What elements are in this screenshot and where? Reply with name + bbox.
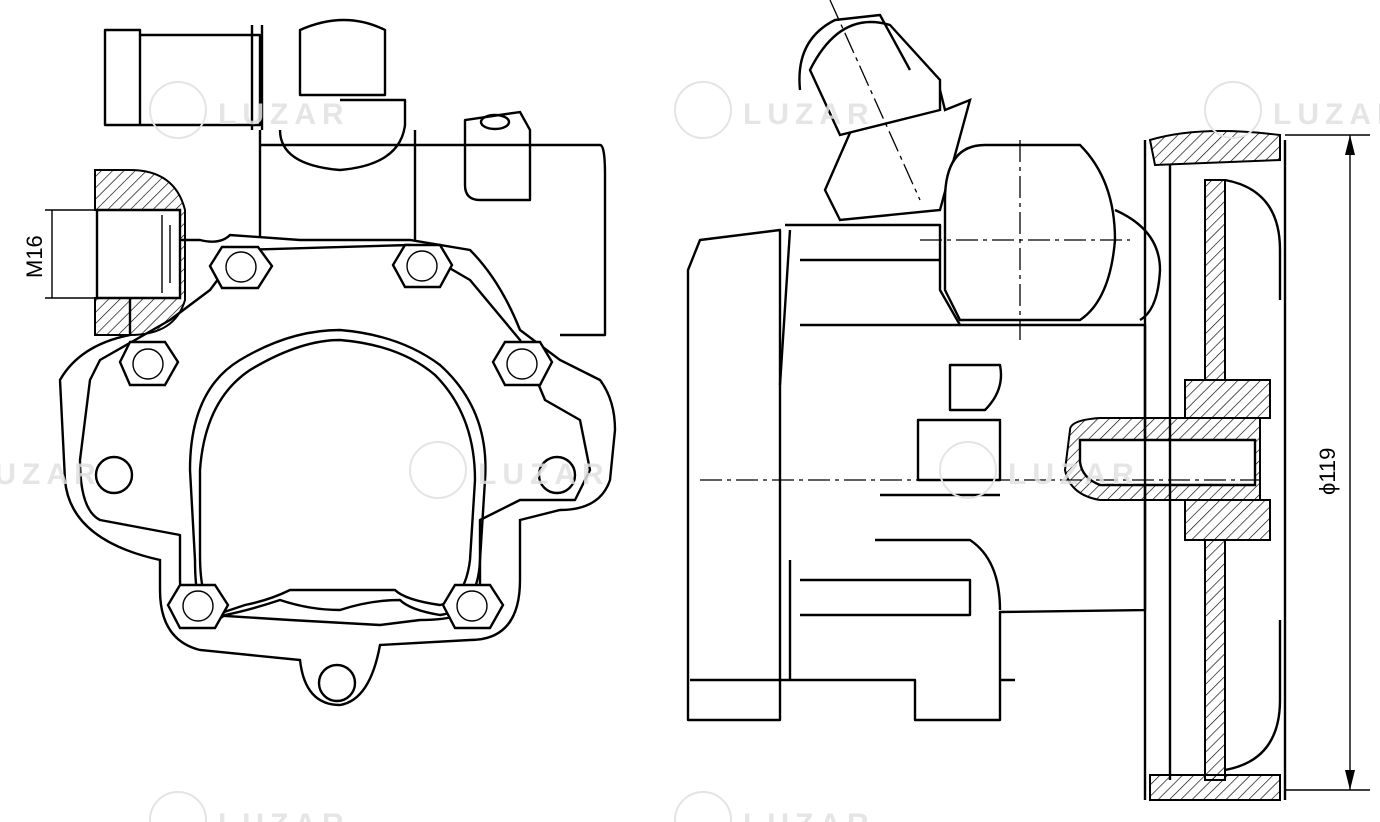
bolt-heads — [118, 243, 554, 630]
watermark-text: LUZAR — [1273, 98, 1380, 131]
watermark-text: LUZAR — [743, 98, 875, 131]
watermark-text: LUZAR — [478, 458, 610, 491]
watermark-text: LUZAR — [218, 808, 350, 822]
front-view: M16 — [22, 18, 617, 707]
side-view: ϕ119 — [686, 0, 1370, 801]
watermark-text: LUZAR — [0, 458, 102, 491]
watermark-text: LUZAR — [218, 98, 350, 131]
watermarks: LUZAR LUZAR LUZAR LUZAR LUZAR LUZAR LUZA… — [0, 81, 1380, 822]
thread-dimension-label: M16 — [22, 235, 47, 278]
pulley-diameter-label: ϕ119 — [1315, 448, 1340, 495]
watermark-text: LUZAR — [743, 808, 875, 822]
watermark-text: LUZAR — [1008, 458, 1140, 491]
